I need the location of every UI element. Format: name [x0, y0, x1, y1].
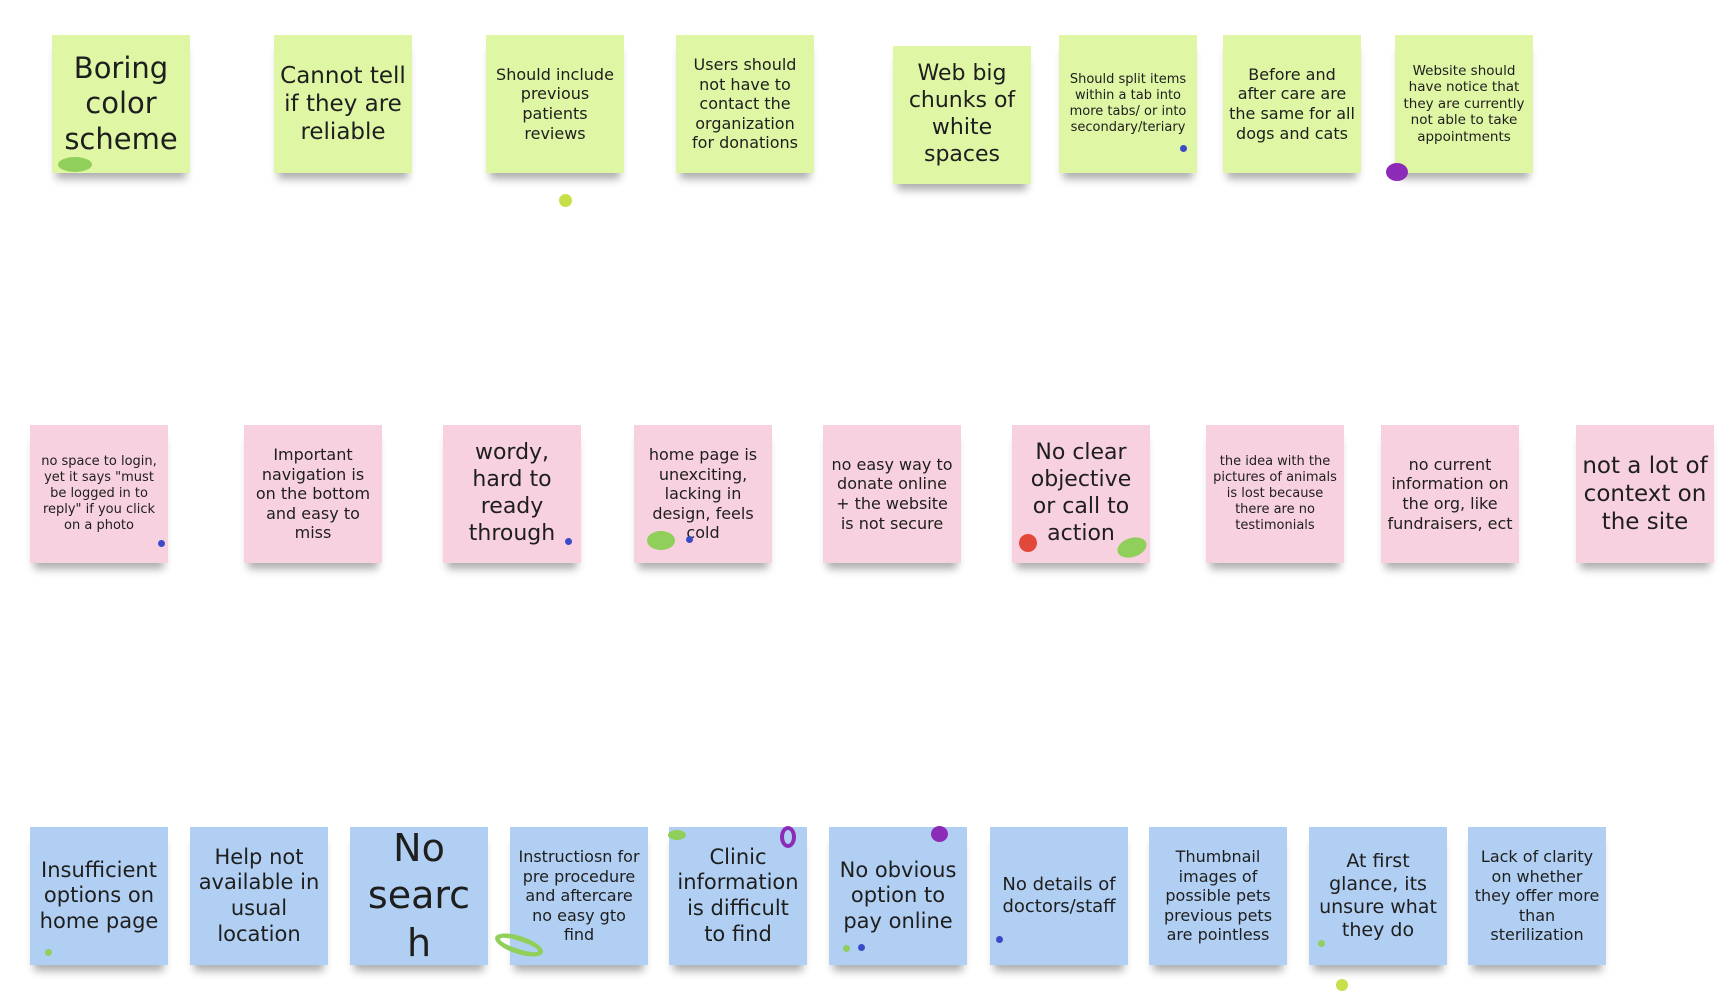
- sticky-note-green[interactable]: Website should have notice that they are…: [1395, 35, 1533, 173]
- blue-vote-dot: [686, 536, 693, 543]
- sticky-note-green[interactable]: Cannot tell if they are reliable: [274, 35, 412, 173]
- note-text: No search: [367, 825, 471, 965]
- blue-vote-dot: [858, 944, 865, 951]
- note-text: home page is unexciting, lacking in desi…: [648, 445, 758, 543]
- green-vote-dot: [1318, 940, 1325, 947]
- note-text: not a lot of context on the site: [1582, 452, 1708, 536]
- sticky-note-blue[interactable]: No search: [350, 825, 488, 965]
- sticky-note-blue[interactable]: Help not available in usual location: [190, 827, 328, 965]
- sticky-note-blue[interactable]: No details of doctors/staff: [990, 827, 1128, 965]
- sticky-note-pink[interactable]: No clear objective or call to action: [1012, 425, 1150, 563]
- sticky-note-pink[interactable]: not a lot of context on the site: [1576, 425, 1714, 563]
- note-text: Help not available in usual location: [198, 844, 320, 946]
- note-text: Lack of clarity on whether they offer mo…: [1474, 847, 1600, 945]
- note-text: Users should not have to contact the org…: [692, 55, 798, 153]
- sticky-note-blue[interactable]: At first glance, its unsure what they do: [1309, 827, 1447, 965]
- sticky-note-green[interactable]: Users should not have to contact the org…: [676, 35, 814, 173]
- note-text: Should include previous patients reviews: [496, 64, 614, 143]
- note-text: wordy, hard to ready through: [468, 440, 556, 546]
- sticky-note-blue[interactable]: Clinic information is difficult to find: [669, 827, 807, 965]
- note-text: Instructiosn for pre procedure and after…: [518, 847, 640, 945]
- sticky-note-pink[interactable]: the idea with the pictures of animals is…: [1206, 425, 1344, 563]
- sticky-note-green[interactable]: Before and after care are the same for a…: [1223, 35, 1361, 173]
- red-vote-dot: [1019, 534, 1037, 552]
- note-text: Should split items within a tab into mor…: [1069, 72, 1187, 135]
- sticky-note-green[interactable]: Web big chunks of white spaces: [893, 46, 1031, 184]
- blue-vote-dot: [1180, 145, 1187, 152]
- sticky-note-pink[interactable]: Important navigation is on the bottom an…: [244, 425, 382, 563]
- green-vote-dot: [559, 194, 572, 207]
- sticky-note-pink[interactable]: no easy way to donate online + the websi…: [823, 425, 961, 563]
- green-marker-scribble: [668, 830, 686, 840]
- sticky-note-pink[interactable]: no space to login, yet it says "must be …: [30, 425, 168, 563]
- note-text: No details of doctors/staff: [1002, 874, 1116, 917]
- note-text: no easy way to donate online + the websi…: [831, 454, 953, 533]
- sticky-note-blue[interactable]: Instructiosn for pre procedure and after…: [510, 827, 648, 965]
- sticky-note-blue[interactable]: Insufficient options on home page: [30, 827, 168, 965]
- sticky-note-green[interactable]: Should split items within a tab into mor…: [1059, 35, 1197, 173]
- green-vote-dot: [45, 949, 52, 956]
- sticky-note-green[interactable]: Boring color scheme: [52, 35, 190, 173]
- note-text: Before and after care are the same for a…: [1229, 64, 1355, 143]
- note-text: the idea with the pictures of animals is…: [1213, 454, 1337, 533]
- note-text: Thumbnail images of possible pets previo…: [1163, 847, 1273, 945]
- blue-vote-dot: [158, 540, 165, 547]
- green-marker-scribble: [58, 157, 92, 172]
- sticky-note-pink[interactable]: wordy, hard to ready through: [443, 425, 581, 563]
- note-text: No obvious option to pay online: [839, 857, 957, 933]
- note-text: Boring color scheme: [64, 50, 178, 156]
- purple-marker-scribble: [931, 826, 948, 842]
- sticky-note-pink[interactable]: no current information on the org, like …: [1381, 425, 1519, 563]
- note-text: Clinic information is difficult to find: [677, 844, 799, 946]
- note-text: Cannot tell if they are reliable: [280, 62, 406, 146]
- green-marker-scribble: [647, 531, 675, 550]
- note-text: Web big chunks of white spaces: [908, 61, 1016, 167]
- sticky-note-blue[interactable]: No obvious option to pay online: [829, 827, 967, 965]
- blue-vote-dot: [996, 936, 1003, 943]
- sticky-note-blue[interactable]: Thumbnail images of possible pets previo…: [1149, 827, 1287, 965]
- note-text: Website should have notice that they are…: [1403, 62, 1525, 145]
- purple-marker-scribble: [780, 826, 796, 848]
- sticky-note-blue[interactable]: Lack of clarity on whether they offer mo…: [1468, 827, 1606, 965]
- green-vote-dot: [843, 945, 850, 952]
- note-text: Insufficient options on home page: [39, 857, 159, 933]
- note-text: Important navigation is on the bottom an…: [255, 445, 371, 543]
- green-vote-dot: [1336, 979, 1348, 991]
- note-text: At first glance, its unsure what they do: [1319, 849, 1437, 942]
- note-text: no space to login, yet it says "must be …: [41, 454, 157, 533]
- purple-marker-scribble: [1386, 163, 1408, 181]
- note-text: No clear objective or call to action: [1030, 440, 1132, 546]
- blue-vote-dot: [565, 538, 572, 545]
- note-text: no current information on the org, like …: [1387, 454, 1513, 533]
- sticky-note-green[interactable]: Should include previous patients reviews: [486, 35, 624, 173]
